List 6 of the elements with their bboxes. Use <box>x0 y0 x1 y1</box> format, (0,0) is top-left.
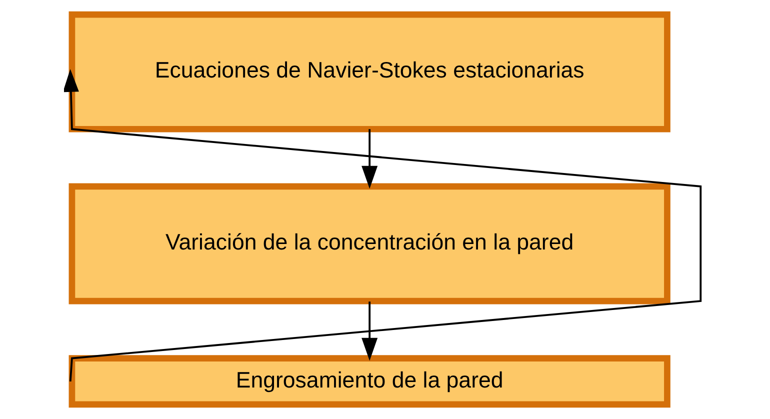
node-box: Variación de la concentración en la pared <box>68 183 670 304</box>
node-box: Ecuaciones de Navier-Stokes estacionarias <box>68 11 670 132</box>
arrow <box>64 68 702 382</box>
arrow <box>361 129 378 189</box>
arrow <box>361 302 378 361</box>
node-box: Engrosamiento de la pared <box>68 355 670 408</box>
